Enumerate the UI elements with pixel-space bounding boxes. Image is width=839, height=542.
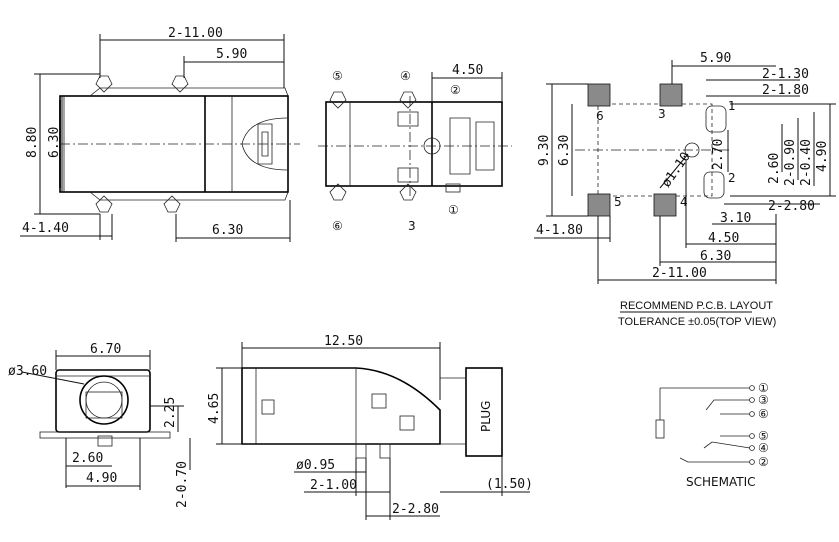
- dim-pcb-height-inner: 6.30: [557, 135, 572, 166]
- schematic-pin-3: ③: [758, 393, 769, 407]
- pin-label-6: ⑥: [332, 219, 343, 233]
- schematic-pin-5: ⑤: [758, 429, 769, 443]
- dim-pcb-v1: 2.70: [711, 139, 726, 170]
- pin-label-3: 3: [408, 219, 416, 233]
- dim-bottom-spacing: 6.30: [212, 223, 243, 238]
- dim-pcb-h1: 3.10: [720, 211, 751, 226]
- dim-pcb-total: 2-11.00: [652, 266, 707, 281]
- dim-front-leg: 2-0.70: [175, 461, 190, 508]
- schematic-pin-6: ⑥: [758, 407, 769, 421]
- pad-label-2: 2: [728, 171, 736, 185]
- dim-side-pin-len: 2-2.80: [392, 502, 439, 517]
- dim-side-pin-w: 2-1.00: [310, 478, 357, 493]
- plug: [465, 367, 503, 457]
- dim-pcb-hole-b: 2-1.80: [762, 83, 809, 98]
- dim-hole-dia: ø1.10: [659, 150, 694, 191]
- dim-side-length: 12.50: [324, 334, 363, 349]
- pcb-layout: ø1.10 6 3 1 2 5 4 5.90 2-1.30 2-1.80 9.3…: [534, 51, 836, 328]
- dim-front-height: 2.25: [163, 397, 178, 428]
- schematic-pin-1: ①: [758, 381, 769, 395]
- dim-side-pin-dia: ø0.95: [296, 458, 335, 473]
- dim-side-height: 4.65: [207, 393, 222, 424]
- pad-6: [587, 83, 611, 107]
- dim-pcb-v5: 4.90: [815, 141, 830, 172]
- dim-pcb-slot: 2-2.80: [768, 199, 815, 214]
- dim-pcb-v3: 2-0.90: [783, 139, 798, 186]
- pad-label-5: 5: [614, 195, 622, 209]
- dim-height-outer: 8.80: [25, 127, 40, 158]
- pad-3: [659, 83, 683, 107]
- dim-pin-spacing: 5.90: [216, 47, 247, 62]
- dim-total-width: 2-11.00: [168, 26, 223, 41]
- jack-hole: [79, 375, 129, 425]
- pcb-caption-tolerance: TOLERANCE ±0.05(TOP VIEW): [618, 316, 776, 328]
- schematic-sleeve: [655, 419, 665, 439]
- dim-pcb-h3: 6.30: [700, 249, 731, 264]
- schematic: ① ③ ⑥ ⑤ ④ ② SCHEMATIC: [655, 381, 769, 489]
- dim-pcb-height-outer: 9.30: [537, 135, 552, 166]
- dim-pcb-left: 4-1.80: [536, 223, 583, 238]
- dim-pcb-v4: 2-0.40: [799, 139, 814, 186]
- pcb-caption-title: RECOMMEND P.C.B. LAYOUT: [620, 300, 773, 312]
- dim-pcb-top-spacing: 5.90: [700, 51, 731, 66]
- plug-label: PLUG: [479, 401, 493, 432]
- pad-label-1: 1: [728, 99, 736, 113]
- front-view: ø3.60 6.70 2.25 2.60 4.90 2-0.70: [8, 342, 191, 508]
- schematic-pin-4: ④: [758, 441, 769, 455]
- schematic-title: SCHEMATIC: [686, 475, 755, 489]
- dim-pcb-hole-a: 2-1.30: [762, 67, 809, 82]
- dim-front-width: 6.70: [90, 342, 121, 357]
- pad-label-6: 6: [596, 109, 604, 123]
- schematic-pin-2: ②: [758, 455, 769, 469]
- pad-label-4: 4: [680, 195, 688, 209]
- dim-pin-view-width: 4.50: [452, 63, 483, 78]
- pin-label-4: ④: [400, 69, 411, 83]
- pin-label-1: ①: [448, 203, 459, 217]
- dim-left-offset: 4-1.40: [22, 221, 69, 236]
- dim-side-plug-offset: (1.50): [486, 477, 533, 492]
- pin-label-2: ②: [450, 83, 461, 97]
- dim-height-inner: 6.30: [47, 127, 62, 158]
- pin-view: ⑤ ④ ② ⑥ 3 ① 4.50: [318, 63, 512, 233]
- pad-label-3: 3: [658, 107, 666, 121]
- pad-5: [587, 193, 611, 217]
- top-view: 2-11.00 5.90 8.80 6.30 4-1.40 6.30: [20, 26, 300, 242]
- pin-label-5: ⑤: [332, 69, 343, 83]
- dim-front-base: 4.90: [86, 471, 117, 486]
- side-view: PLUG 12.50 4.65 ø0.95 2-1.00 2-2.80 (1.5…: [207, 334, 533, 520]
- dim-pcb-v2: 2.60: [767, 153, 782, 184]
- dim-pcb-h2: 4.50: [708, 231, 739, 246]
- front-view-body: [55, 369, 151, 433]
- dim-front-small: 2.60: [72, 451, 103, 466]
- dim-front-hole: ø3.60: [8, 364, 47, 379]
- pad-4: [653, 193, 677, 217]
- side-view-body: [241, 367, 441, 445]
